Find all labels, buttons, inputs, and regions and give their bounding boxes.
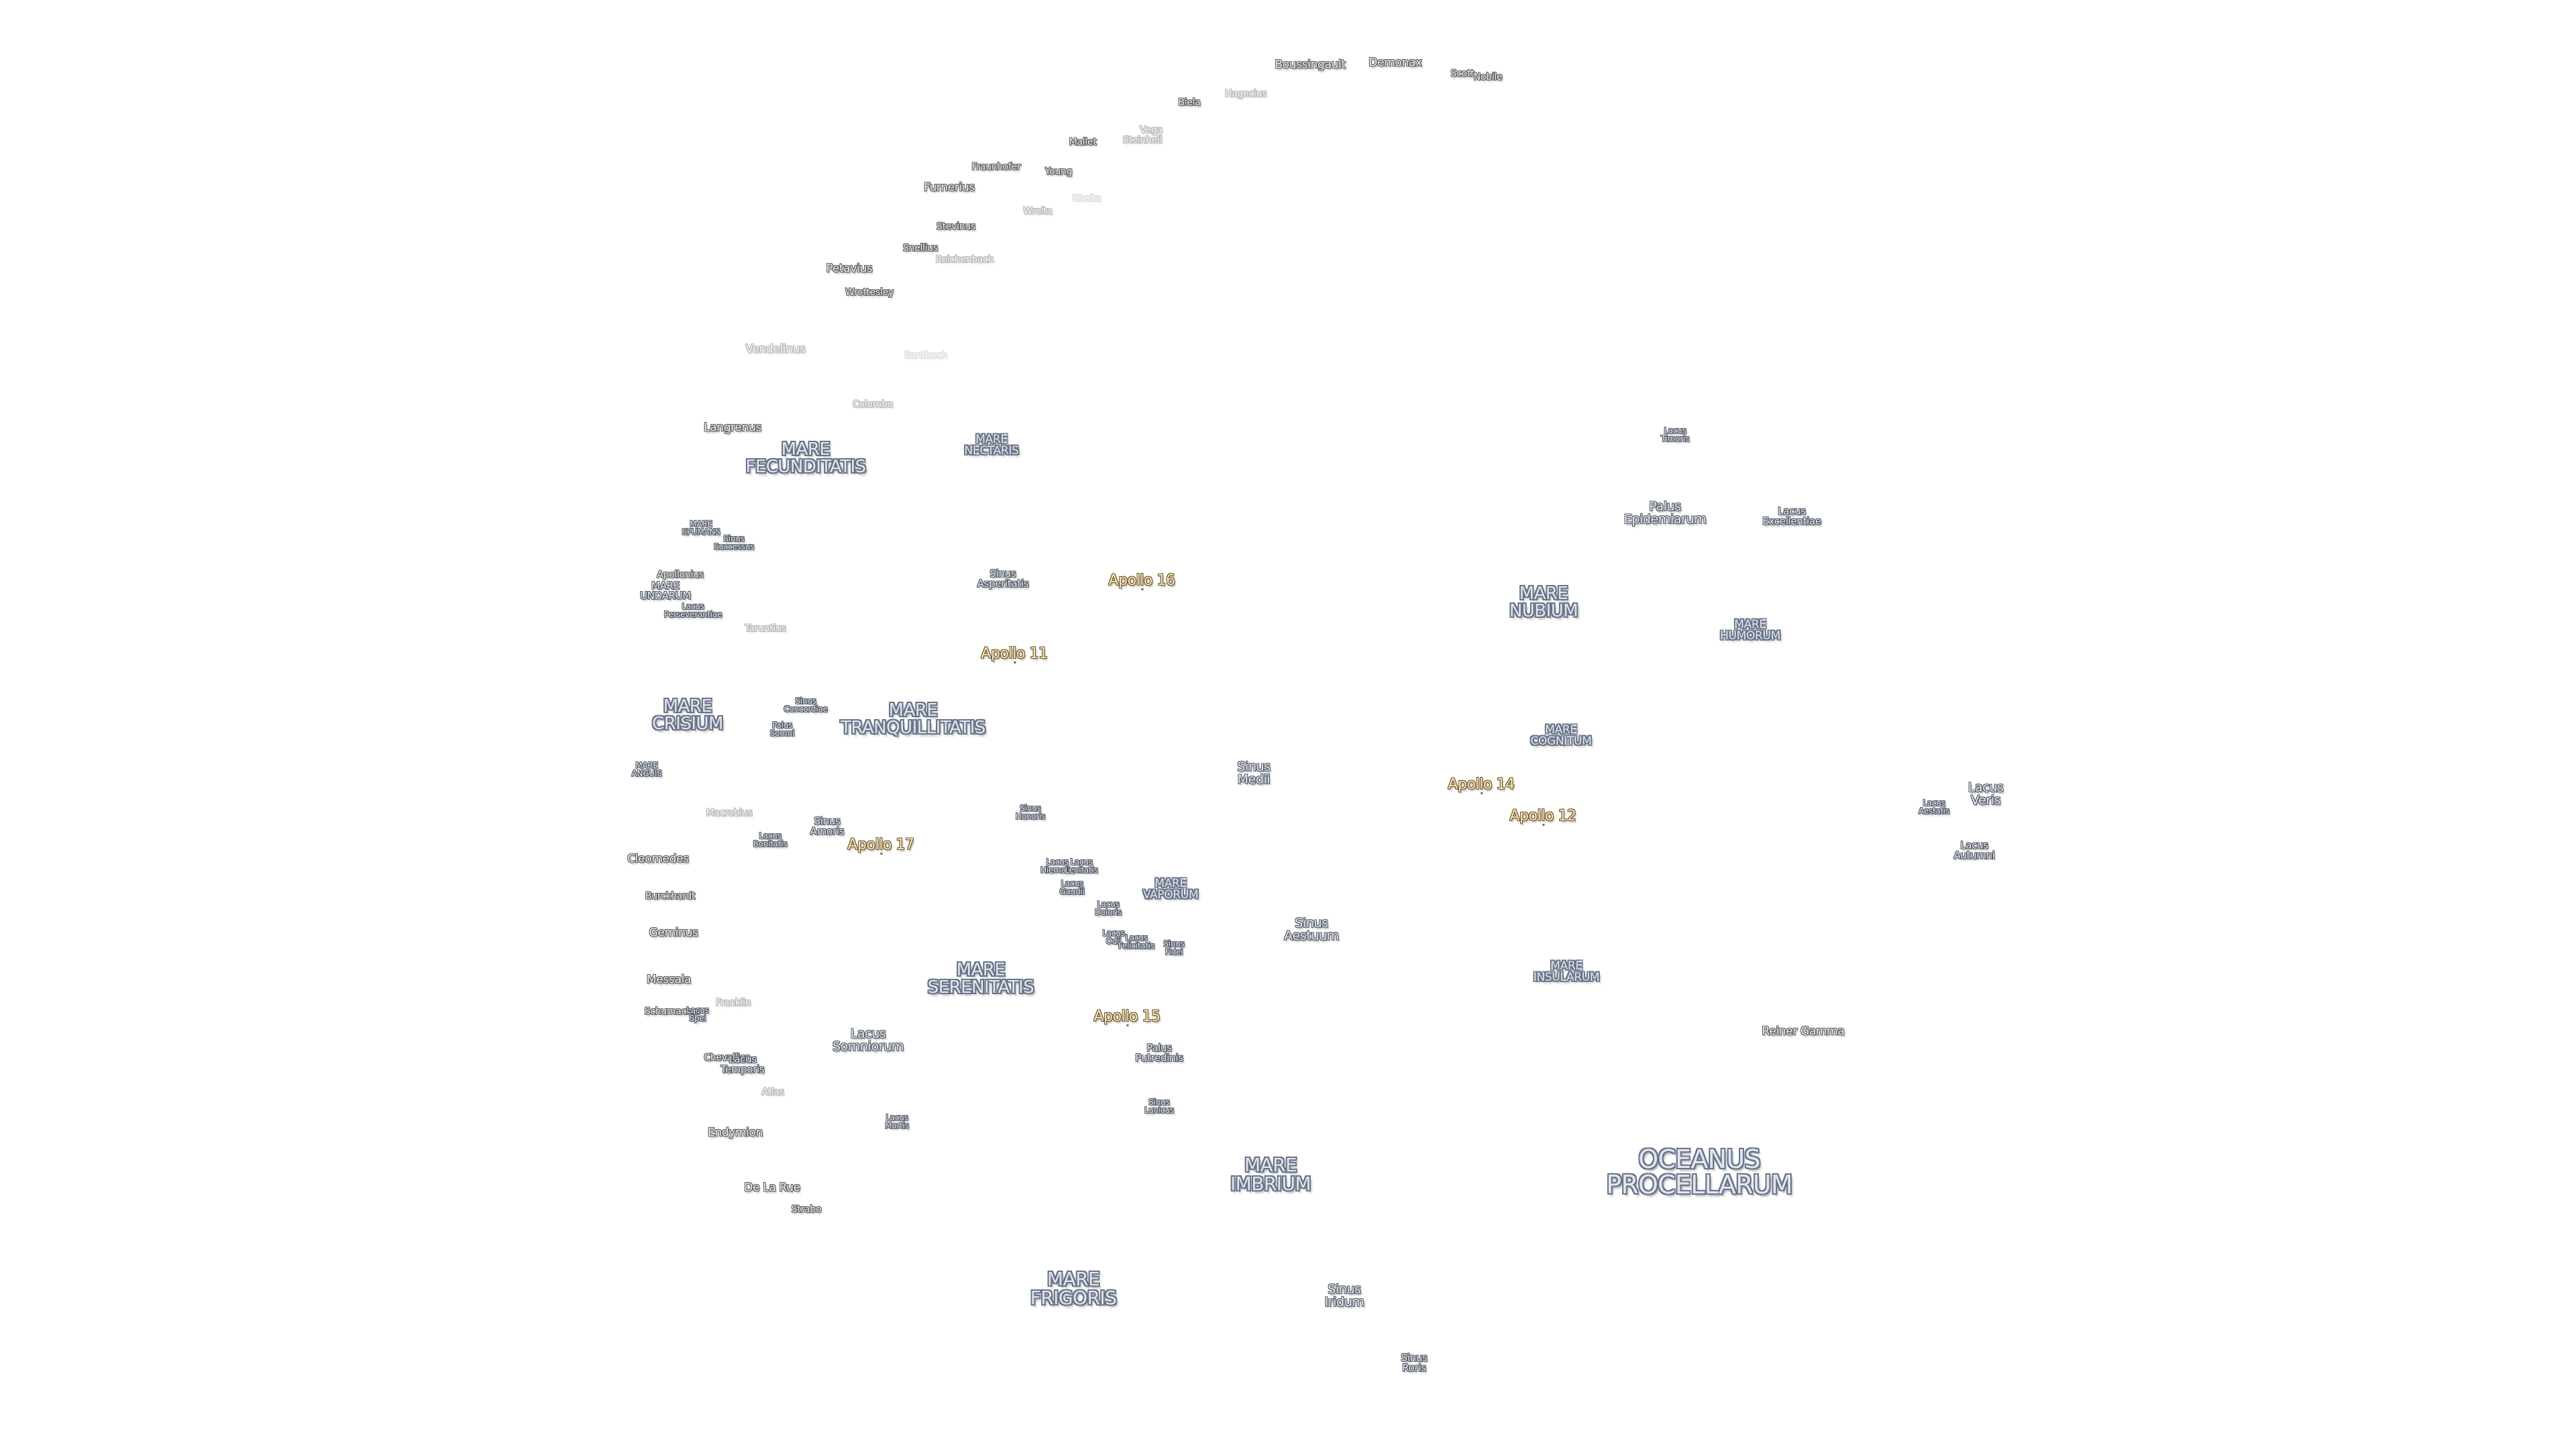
- map-label-lacus-temporis: Lacus Temporis: [720, 1053, 765, 1075]
- map-label-mare-tranquillitatis: MARE TRANQUILLITATIS: [841, 700, 985, 738]
- map-label-lacus-veris: Lacus Veris: [1968, 780, 2004, 808]
- map-label-lacus-mortis: Lacus Mortis: [885, 1113, 909, 1130]
- map-label-palus-somni: Palus Somni: [769, 720, 795, 738]
- map-label-langrenus: Langrenus: [704, 421, 761, 435]
- map-label-strabo: Strabo: [791, 1204, 822, 1215]
- map-label-lacus-timoris: Lacus Timoris: [1660, 426, 1690, 443]
- map-label-mallet: Mallet: [1069, 137, 1097, 148]
- map-label-apollonius: Apollonius: [657, 570, 704, 580]
- map-label-lacus-spei: Lacus Spei: [686, 1006, 709, 1023]
- map-label-reichenbach: Reichenbach: [935, 254, 994, 265]
- map-label-mare-vaporum: MARE VAPORUM: [1142, 877, 1199, 902]
- map-label-fraunhofer: Fraunhofer: [971, 162, 1021, 172]
- map-label-nobile: Nobile: [1473, 72, 1503, 83]
- map-label-mare-spumans: MARE SPUMANS: [682, 519, 720, 537]
- map-label-furnerius: Furnerius: [924, 180, 975, 195]
- map-label-mare-insularum: MARE INSULARUM: [1533, 959, 1600, 984]
- map-label-mare-serenitatis: MARE SERENITATIS: [927, 960, 1034, 998]
- map-label-rheita: Rheita: [1072, 193, 1102, 204]
- map-label-sinus-lunicus: Sinus Lunicus: [1144, 1097, 1174, 1115]
- map-label-lacus-odii: Lacus Odii: [1102, 928, 1125, 946]
- map-label-mare-undarum: MARE UNDARUM: [640, 580, 691, 602]
- map-label-scott: Scott: [1450, 68, 1474, 79]
- map-label-petavius: Petavius: [826, 262, 873, 276]
- map-label-mare-crisium: MARE CRISIUM: [652, 696, 723, 734]
- map-label-de-la-rue: De La Rue: [744, 1181, 800, 1195]
- map-label-mare-nectaris: MARE NECTARIS: [964, 433, 1019, 458]
- map-label-demonax: Demonax: [1368, 56, 1422, 70]
- map-label-sinus-aestuum: Sinus Aestuum: [1284, 916, 1339, 943]
- map-label-boussingault: Boussingault: [1275, 58, 1346, 72]
- map-label-apollo-17: Apollo 17: [847, 837, 914, 855]
- map-label-lacus-perseverantiae: Lacus Perseverantiae: [663, 602, 722, 619]
- map-label-biela: Biela: [1178, 97, 1201, 108]
- map-label-steinheil: Steinheil: [1122, 135, 1163, 146]
- map-label-wrottesley: Wrottesley: [845, 287, 894, 298]
- map-label-lacus-somniorum: Lacus Somniorum: [832, 1026, 904, 1054]
- map-label-atlas: Atlas: [761, 1087, 784, 1097]
- map-label-young: Young: [1044, 166, 1073, 177]
- map-label-mare-imbrium: MARE IMBRIUM: [1230, 1154, 1311, 1195]
- map-label-apollo-14: Apollo 14: [1448, 776, 1515, 794]
- map-label-lacus-bonitatis: Lacus Bonitatis: [753, 831, 788, 849]
- map-label-mare-fecunditatis: MARE FECUNDITATIS: [745, 439, 866, 477]
- map-label-colombo: Colombo: [853, 399, 893, 410]
- map-label-sinus-roris: Sinus Roris: [1401, 1352, 1428, 1374]
- map-label-taruntius: Taruntius: [745, 623, 786, 634]
- map-label-mare-humorum: MARE HUMORUM: [1720, 618, 1780, 643]
- map-label-palus-putredinis: Palus Putredinis: [1135, 1042, 1183, 1064]
- map-label-sinus-amoris: Sinus Amoris: [810, 815, 845, 837]
- map-label-sinus-fidei: Sinus Fidei: [1163, 939, 1185, 957]
- map-label-sinus-honoris: Sinus Honoris: [1015, 804, 1046, 821]
- map-label-lacus-gaudii: Lacus Gaudii: [1059, 879, 1085, 896]
- map-label-burckhardt: Burckhardt: [645, 891, 696, 902]
- map-label-apollo-16: Apollo 16: [1108, 572, 1175, 590]
- map-label-santbech: Santbech: [904, 350, 947, 361]
- map-label-franklin: Franklin: [715, 998, 751, 1008]
- map-label-apollo-11: Apollo 11: [981, 645, 1048, 663]
- map-label-mare-cognitum: MARE COGNITUM: [1530, 723, 1592, 748]
- map-label-sinus-iridum: Sinus Iridum: [1324, 1282, 1364, 1309]
- map-label-schumacher: Schumacher: [644, 1006, 702, 1017]
- map-label-snellius: Snellius: [903, 243, 938, 254]
- map-label-vega: Vega: [1140, 125, 1163, 136]
- map-label-lacus-felicitatis: Lacus Felicitatis: [1118, 933, 1155, 951]
- map-label-mare-anguis: MARE ANGUIS: [631, 761, 662, 778]
- map-label-palus-epidemiarum: Palus Epidemiarum: [1623, 499, 1707, 527]
- map-label-sinus-medii: Sinus Medii: [1237, 759, 1271, 787]
- map-label-apollo-12: Apollo 12: [1509, 808, 1576, 826]
- map-label-reiner-gamma: Reiner Gamma: [1762, 1024, 1845, 1038]
- map-label-chevallier: Chevallier: [704, 1053, 749, 1063]
- map-label-lacus-aestatis: Lacus Aestatis: [1918, 798, 1950, 816]
- map-label-macrobius: Macrobius: [706, 808, 753, 818]
- map-label-lacus-excellentiae: Lacus Excellentiae: [1762, 505, 1821, 527]
- map-label-geminus: Geminus: [649, 926, 698, 940]
- map-label-oceanus-procellarum: OCEANUS PROCELLARUM: [1606, 1144, 1792, 1199]
- map-label-lacus-lenitatis: Lacus Lenitatis: [1065, 857, 1098, 875]
- map-label-sinus-concordiae: Sinus Concordiae: [784, 696, 828, 714]
- map-label-mare-nubium: MARE NUBIUM: [1509, 584, 1578, 621]
- map-label-hagecius: Hagecius: [1224, 89, 1267, 99]
- map-label-endymion: Endymion: [707, 1126, 763, 1140]
- map-label-lacus-autumni: Lacus Autumni: [1953, 839, 1995, 861]
- map-label-apollo-15: Apollo 15: [1093, 1008, 1161, 1026]
- map-label-sinus-asperitatis: Sinus Asperitatis: [977, 568, 1029, 590]
- map-label-lacus-doloris: Lacus Doloris: [1094, 900, 1122, 917]
- map-label-cleomedes: Cleomedes: [627, 852, 689, 866]
- map-label-wrelta: Wrelta: [1023, 206, 1053, 217]
- map-label-sinus-successus: Sinus Successus: [713, 534, 755, 551]
- map-label-mare-frigoris: MARE FRIGORIS: [1030, 1268, 1117, 1309]
- map-label-messala: Messala: [646, 973, 692, 987]
- map-label-stevinus: Stevinus: [936, 221, 975, 232]
- map-label-vendelinus: Vendelinus: [745, 342, 806, 356]
- map-label-lacus-hiemalis: Lacus Hiemalis: [1040, 857, 1074, 875]
